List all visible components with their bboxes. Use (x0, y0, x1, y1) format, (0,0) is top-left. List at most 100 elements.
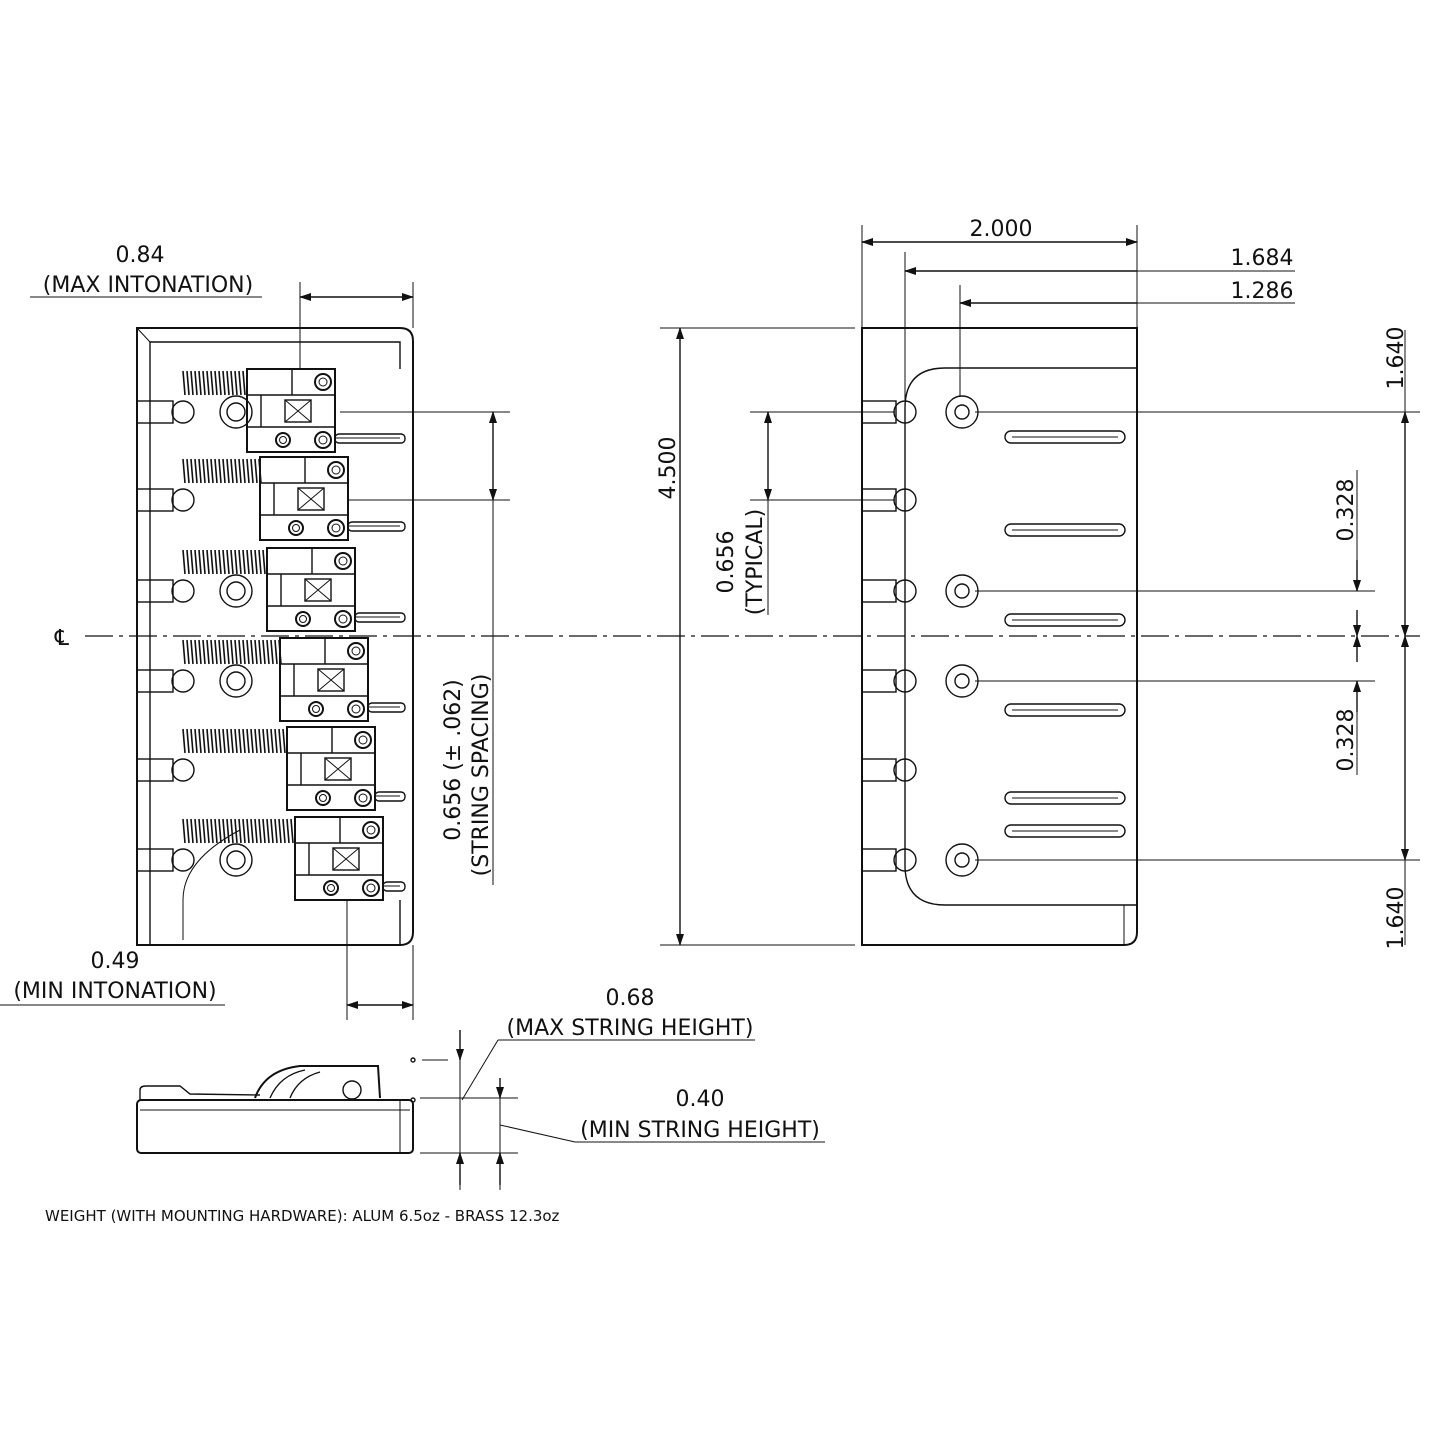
spring-coil (242, 370, 246, 396)
spring-coil (210, 728, 214, 754)
spring-coil (242, 818, 246, 844)
height-screw-icon (327, 461, 345, 479)
spring-coil (250, 728, 254, 754)
intonation-screw-icon (292, 524, 300, 532)
spring-coil (214, 458, 218, 484)
max-intonation-value: 0.84 (116, 243, 165, 268)
intonation-spring (182, 370, 246, 396)
intonation-screw-icon (299, 615, 307, 623)
spring-coil (226, 818, 230, 844)
base-recess-outline (904, 367, 1137, 906)
spring-coil (238, 549, 242, 575)
spring-coil (198, 458, 202, 484)
spring-coil (222, 549, 226, 575)
min-string-height-value: 0.40 (676, 1087, 725, 1112)
spring-coil (230, 458, 234, 484)
max-intonation-label: (MAX INTONATION) (43, 273, 253, 298)
spring-coil (182, 458, 186, 484)
mounting-hole (219, 574, 253, 608)
spring-coil (194, 458, 198, 484)
height-screw-icon (366, 825, 376, 835)
height-screw-icon (347, 642, 365, 660)
string-spacing-value: 0.656 (± .062) (441, 679, 466, 841)
intonation-screw-icon (288, 520, 304, 536)
string-slot (284, 399, 312, 423)
centerline-symbol: ℄ (54, 626, 70, 651)
adjust-slot (1004, 703, 1126, 717)
intonation-screw-icon (319, 794, 327, 802)
intonation-spring (182, 458, 262, 484)
intonation-screw-icon (279, 436, 287, 444)
spring-coil (234, 639, 238, 665)
string-spacing-label: (STRING SPACING) (469, 674, 494, 877)
max-string-height-value: 0.68 (606, 986, 655, 1011)
height-screw-icon (318, 435, 328, 445)
height-screw-icon (331, 465, 341, 475)
max-string-height-label: (MAX STRING HEIGHT) (507, 1016, 754, 1041)
mounting-hole (945, 843, 979, 877)
spring-coil (230, 370, 234, 396)
side-saddle-screw (342, 1080, 362, 1100)
height-screw-icon (327, 519, 345, 537)
spring-coil (222, 728, 226, 754)
mounting-hole-inner (954, 673, 970, 689)
saddle (294, 816, 384, 901)
spring-coil (250, 549, 254, 575)
spring-coil (198, 818, 202, 844)
spring-coil (246, 818, 250, 844)
spring-coil (190, 458, 194, 484)
saddle-cavity-edge (182, 829, 241, 940)
spring-coil (230, 818, 234, 844)
intonation-spring (182, 818, 294, 844)
saddle (266, 547, 356, 632)
spring-coil (218, 458, 222, 484)
adjust-slot (1004, 523, 1126, 537)
spring-coil (218, 370, 222, 396)
height-screw-icon (347, 700, 365, 718)
spring-coil (242, 639, 246, 665)
spring-coil (194, 818, 198, 844)
spring-coil (190, 639, 194, 665)
intonation-spring (182, 549, 266, 575)
mounting-hole-inner (226, 671, 246, 691)
min-intonation-label: (MIN INTONATION) (13, 979, 216, 1004)
spring-coil (246, 639, 250, 665)
mounting-hole-inner (226, 850, 246, 870)
spring-coil (274, 728, 278, 754)
spring-coil (222, 458, 226, 484)
outer-hole-bottom-dimension: 1.640 (1384, 887, 1409, 950)
mounting-hole-inner (954, 404, 970, 420)
string-slot-mark (284, 399, 312, 423)
spring-coil (198, 370, 202, 396)
side-saddle-curve (269, 1069, 321, 1099)
spring-coil (254, 818, 258, 844)
spring-coil (238, 639, 242, 665)
spring-coil (230, 728, 234, 754)
height-screw-icon (334, 610, 352, 628)
string-pin (893, 669, 917, 693)
spring-coil (214, 370, 218, 396)
string-slot-mark (332, 847, 360, 871)
spring-coil (222, 639, 226, 665)
spring-coil (190, 818, 194, 844)
adjust-slot (1004, 791, 1126, 805)
adjust-slot (1004, 613, 1126, 627)
bridge-plate-outline (136, 327, 414, 946)
spring-coil (290, 818, 294, 844)
spring-coil (226, 458, 230, 484)
side-plate-lip (139, 1085, 261, 1100)
pin-stub (861, 758, 897, 782)
spring-coil (202, 458, 206, 484)
intonation-spring (182, 639, 282, 665)
spring-coil (226, 549, 230, 575)
spring-coil (222, 370, 226, 396)
spring-coil (254, 728, 258, 754)
spring-coil (194, 549, 198, 575)
spring-coil (230, 639, 234, 665)
spring-coil (246, 458, 250, 484)
height-screw-icon (351, 704, 361, 714)
height-screw-icon (351, 646, 361, 656)
spring-coil (258, 549, 262, 575)
string-stub (136, 848, 174, 872)
